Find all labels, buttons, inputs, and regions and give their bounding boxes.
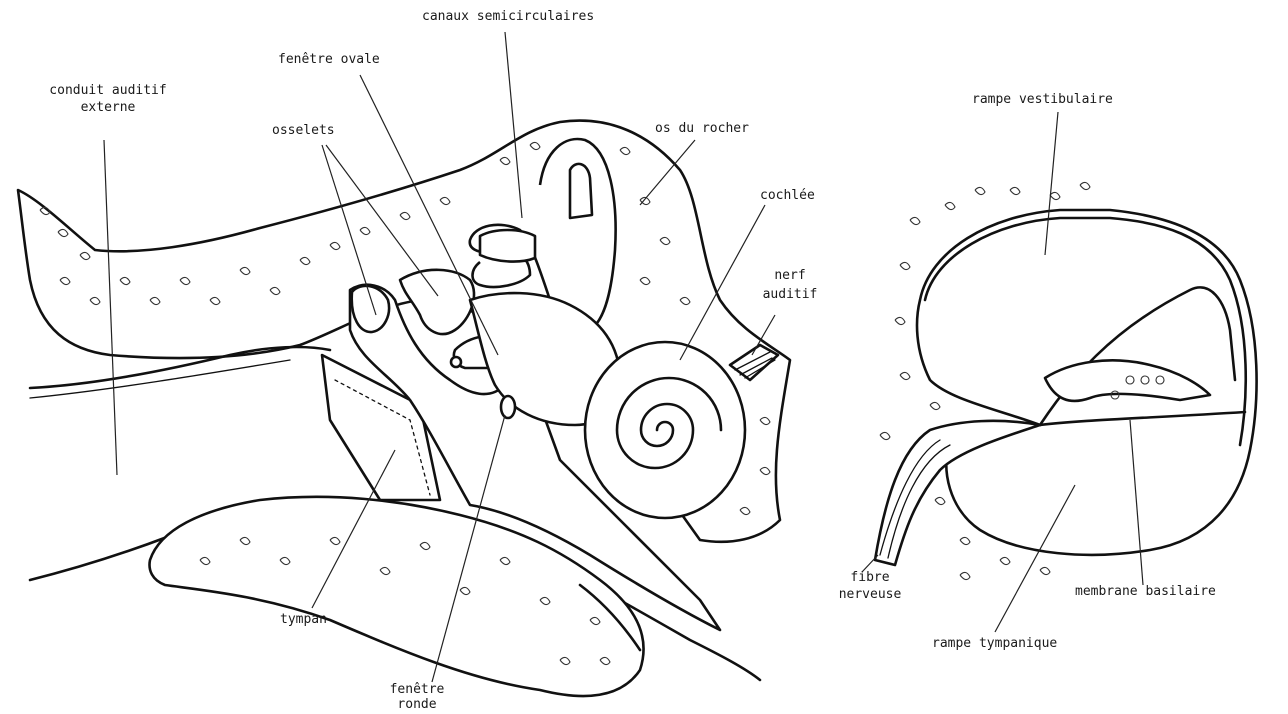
label-membrane-basilaire: membrane basilaire (1075, 584, 1216, 599)
label-fibre-line2: nerveuse (815, 587, 925, 602)
label-fenetre-ovale: fenêtre ovale (278, 52, 380, 67)
label-conduit-auditif-externe: conduit auditif externe (8, 83, 208, 115)
malleus (352, 286, 389, 332)
label-os-du-rocher: os du rocher (655, 121, 749, 136)
label-canaux-semicirculaires: canaux semicirculaires (422, 9, 594, 24)
label-fenetre-ronde-line2: ronde (372, 697, 462, 712)
label-cochlee: cochlée (760, 188, 815, 203)
label-conduit-line2: externe (8, 100, 208, 115)
cochlea-cross-section (875, 210, 1257, 565)
label-nerf-line1: nerf (755, 268, 825, 283)
label-conduit-line1: conduit auditif (8, 83, 208, 98)
cochlea-shape (585, 342, 745, 518)
round-window (501, 396, 515, 418)
label-tympan: tympan (280, 612, 327, 627)
label-fibre-line1: fibre (815, 570, 925, 585)
label-nerf-line2: auditif (755, 287, 825, 302)
incus (400, 270, 474, 334)
label-osselets: osselets (272, 123, 335, 138)
label-fenetre-ronde-line1: fenêtre (372, 682, 462, 697)
label-fibre-nerveuse: fibre nerveuse (815, 570, 925, 602)
label-rampe-tympanique: rampe tympanique (932, 636, 1057, 651)
label-nerf-auditif: nerf auditif (755, 268, 825, 302)
label-fenetre-ronde: fenêtre ronde (372, 682, 462, 712)
label-rampe-vestibulaire: rampe vestibulaire (972, 92, 1113, 107)
